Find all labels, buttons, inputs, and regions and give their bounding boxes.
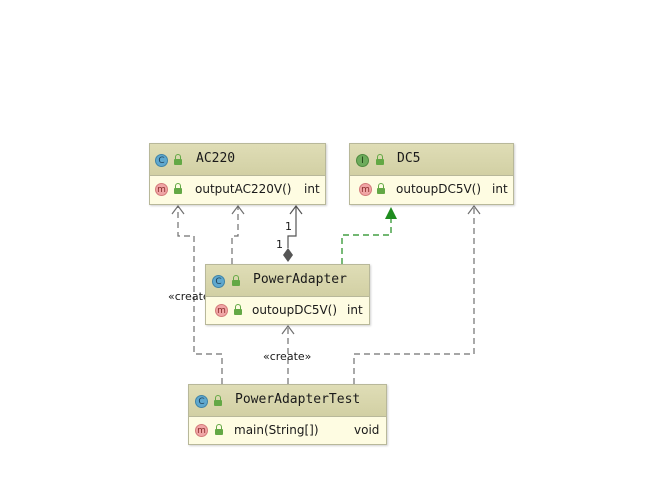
method-return-type: void	[354, 423, 380, 437]
public-lock-icon	[232, 275, 240, 286]
method-row[interactable]: m outputAC220V() int	[150, 176, 325, 202]
method-icon: m	[155, 183, 168, 196]
class-name: PowerAdapterTest	[235, 392, 361, 407]
runnable-class-icon: C	[195, 395, 208, 408]
class-power-adapter-test[interactable]: C PowerAdapterTest m main(String[]) void	[188, 384, 387, 445]
method-icon: m	[359, 183, 372, 196]
class-header: C PowerAdapterTest	[189, 385, 386, 417]
method-row[interactable]: m outoupDC5V() int	[206, 297, 369, 323]
dependency-test-to-dc5[interactable]	[353, 206, 475, 384]
multiplicity-source-label: 1	[276, 238, 283, 251]
public-lock-icon	[174, 154, 182, 165]
method-return-type: int	[347, 303, 363, 317]
public-lock-icon	[376, 154, 384, 165]
class-icon: C	[212, 275, 225, 288]
interface-dc5[interactable]: I DC5 m outoupDC5V() int	[349, 143, 514, 205]
arrowhead-open	[281, 325, 295, 335]
class-header: C AC220	[150, 144, 325, 176]
public-lock-icon	[214, 395, 222, 406]
class-icon: C	[155, 154, 168, 167]
class-name: PowerAdapter	[253, 272, 347, 287]
method-name: outoupDC5V()	[396, 182, 482, 196]
composition-adapter-to-ac220[interactable]	[287, 206, 297, 248]
realization-adapter-to-dc5[interactable]	[341, 219, 392, 264]
interface-icon: I	[356, 154, 369, 167]
class-ac220[interactable]: C AC220 m outputAC220V() int	[149, 143, 326, 205]
method-return-type: int	[492, 182, 508, 196]
composition-diamond	[283, 248, 293, 262]
create-label-left: «create»	[168, 290, 217, 303]
realization-triangle	[385, 207, 397, 219]
class-header: C PowerAdapter	[206, 265, 369, 297]
method-name: outoupDC5V()	[252, 303, 338, 317]
public-lock-icon	[234, 304, 242, 315]
public-lock-icon	[174, 183, 182, 194]
class-power-adapter[interactable]: C PowerAdapter m outoupDC5V() int	[205, 264, 370, 325]
arrowhead-open	[289, 205, 303, 215]
class-name: DC5	[397, 151, 421, 166]
multiplicity-target-label: 1	[285, 220, 292, 233]
class-name: AC220	[196, 151, 236, 166]
arrowhead-open	[467, 205, 481, 215]
create-dependency-test-to-ac220[interactable]	[177, 206, 223, 384]
method-row[interactable]: m outoupDC5V() int	[350, 176, 513, 202]
class-header: I DC5	[350, 144, 513, 176]
arrowhead-open	[231, 205, 245, 215]
public-lock-icon	[215, 424, 223, 435]
public-lock-icon	[377, 183, 385, 194]
method-icon: m	[215, 304, 228, 317]
create-label-middle: «create»	[263, 350, 312, 363]
method-row[interactable]: m main(String[]) void	[189, 417, 386, 443]
method-name: outputAC220V()	[195, 182, 292, 196]
method-icon: m	[195, 424, 208, 437]
dependency-adapter-to-ac220[interactable]	[231, 206, 239, 264]
method-name: main(String[])	[234, 423, 319, 437]
method-return-type: int	[304, 182, 320, 196]
arrowhead-open	[171, 205, 185, 215]
